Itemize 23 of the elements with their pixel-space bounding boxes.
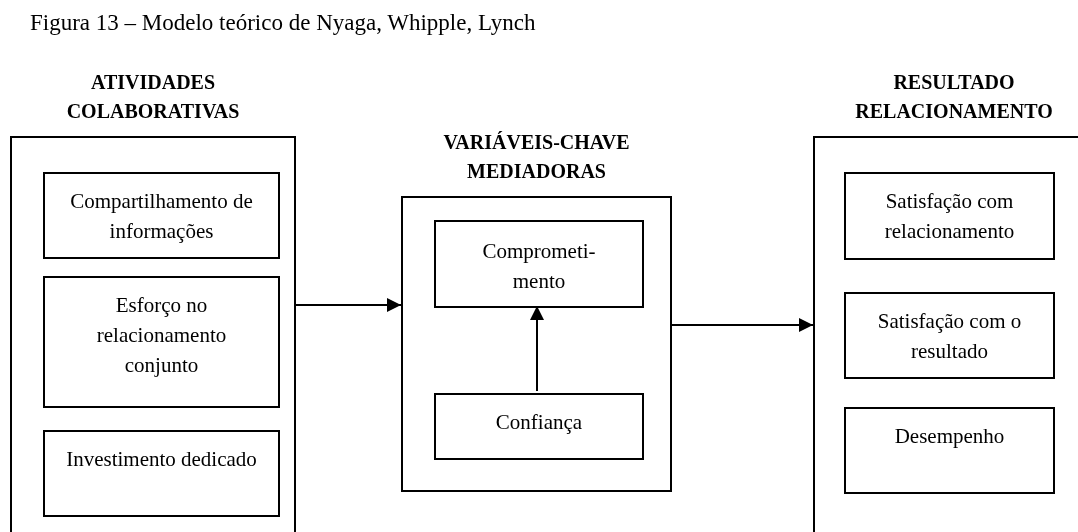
concept-box bbox=[43, 430, 280, 517]
group-heading: VARIÁVEIS-CHAVE MEDIADORAS bbox=[442, 130, 631, 184]
concept-label: Compartilhamento de informações bbox=[69, 188, 254, 245]
concept-box bbox=[844, 172, 1055, 260]
concept-box bbox=[43, 172, 280, 259]
concept-label: Comprometi- mento bbox=[481, 238, 597, 295]
concept-label: Desempenho bbox=[894, 423, 1005, 450]
concept-label: Satisfação com o resultado bbox=[876, 308, 1023, 365]
concept-box bbox=[844, 407, 1055, 494]
concept-label: Investimento dedicado bbox=[66, 446, 257, 473]
concept-box bbox=[43, 276, 280, 408]
concept-label: Confiança bbox=[495, 409, 583, 436]
group-heading: ATIVIDADES COLABORATIVAS bbox=[65, 70, 241, 124]
figure-title: Figura 13 – Modelo teórico de Nyaga, Whipple, Lynch bbox=[30, 10, 536, 36]
group-heading: RESULTADO RELACIONAMENTO bbox=[854, 70, 1054, 124]
concept-box bbox=[434, 220, 644, 308]
arrow bbox=[530, 305, 544, 392]
arrow bbox=[671, 318, 814, 332]
concept-box bbox=[844, 292, 1055, 379]
concept-label: Esforço no relacionamento conjunto bbox=[95, 292, 228, 379]
concept-label: Satisfação com relacionamento bbox=[883, 188, 1016, 245]
concept-box bbox=[434, 393, 644, 460]
arrow bbox=[295, 298, 402, 312]
